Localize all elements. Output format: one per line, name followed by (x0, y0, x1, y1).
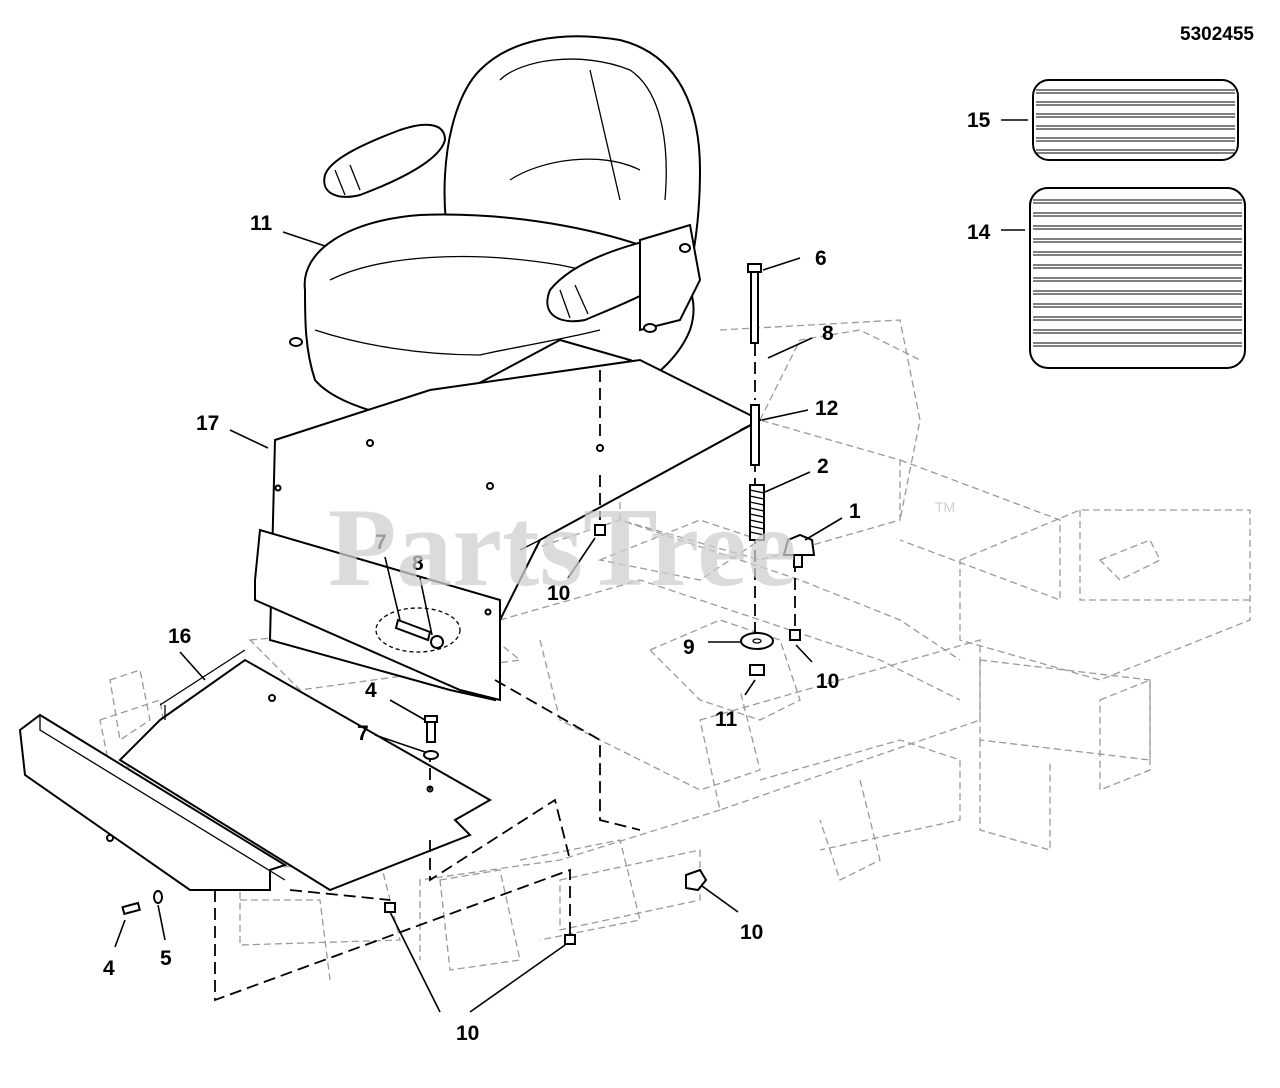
callout-11-lower: 10 (740, 921, 763, 944)
callout-7-lower: 5 (160, 947, 172, 970)
tube (750, 404, 760, 466)
seat-pan (254, 358, 763, 702)
decal-large (1029, 187, 1246, 369)
callout-10-right: 10 (816, 670, 839, 693)
callout-8-lower: 8 (412, 552, 424, 575)
callout-4-upper: 4 (365, 679, 377, 702)
callout-10-lower: 10 (456, 1022, 479, 1045)
callout-4-lower: 4 (103, 957, 115, 980)
document-number: 5302455 (1180, 24, 1254, 45)
callout-13: 14 (967, 221, 991, 244)
callout-2: 2 (817, 455, 829, 478)
callout-11-upper: 11 (715, 708, 738, 731)
callouts: 11 17 16 6 8 12 2 1 7 8 10 9 10 11 4 7 4… (103, 109, 991, 1045)
nuts (384, 524, 801, 945)
watermark: PartsTree TM (328, 486, 955, 610)
callout-10-upper: 10 (547, 582, 570, 605)
floor-plate (18, 649, 493, 892)
callout-1: 1 (849, 500, 861, 523)
decal-small (1032, 79, 1239, 161)
callout-8-upper: 8 (822, 322, 834, 345)
rod (747, 263, 762, 344)
watermark-trademark: TM (935, 499, 955, 515)
callout-12: 12 (815, 397, 838, 420)
callout-16: 16 (168, 625, 191, 648)
callout-7-upper: 7 (357, 722, 369, 745)
callout-15: 11 (250, 212, 273, 235)
spring (749, 484, 765, 541)
callout-17: 17 (196, 412, 219, 435)
leader-lines (114, 119, 1028, 1013)
washer (740, 632, 774, 650)
watermark-text: PartsTree (328, 486, 797, 610)
callout-9: 9 (683, 636, 695, 659)
bolts (121, 715, 439, 916)
callout-6: 6 (815, 247, 827, 270)
callout-5: 7 (375, 531, 387, 554)
callout-14: 15 (967, 109, 991, 132)
